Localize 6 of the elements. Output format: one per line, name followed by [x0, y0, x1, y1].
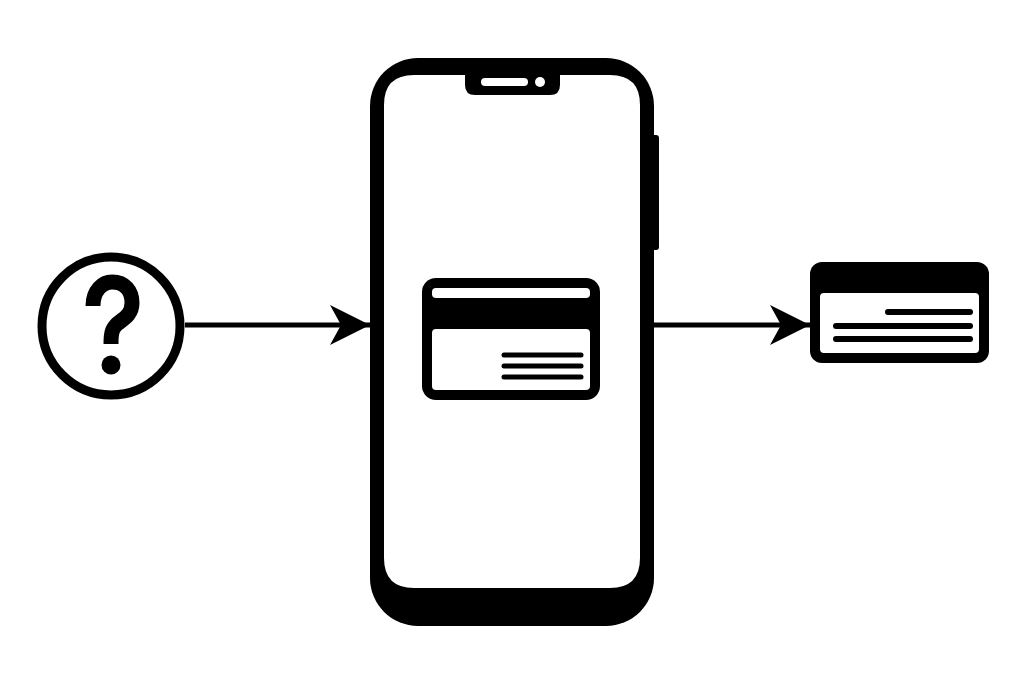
card-icon	[422, 278, 600, 400]
arrow	[654, 305, 810, 345]
smartphone-illustration	[370, 58, 660, 627]
arrow	[185, 305, 370, 345]
card-icon	[810, 262, 989, 363]
question-mark-icon	[37, 252, 185, 400]
